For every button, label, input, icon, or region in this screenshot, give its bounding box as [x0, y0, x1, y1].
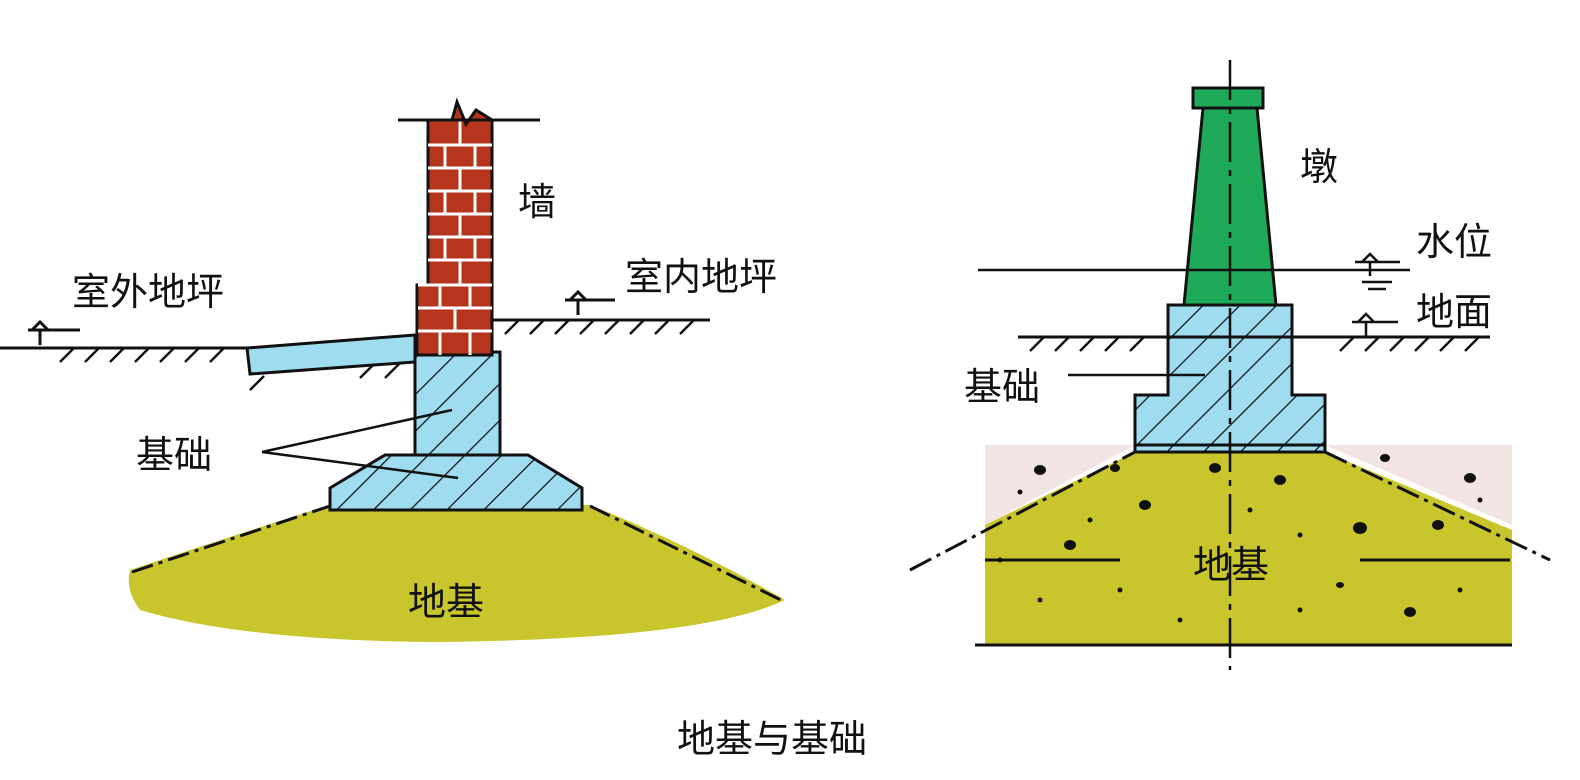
wall-label: 墙	[518, 180, 556, 224]
left-subgrade-label: 地基	[408, 580, 484, 624]
left-apron-slab	[245, 333, 417, 376]
left-foundation-label: 基础	[136, 433, 212, 477]
left-subgrade-soil	[128, 505, 785, 642]
pier-label: 墩	[1300, 145, 1338, 189]
outdoor-floor-label: 室外地坪	[72, 270, 224, 314]
left-foundation-wall	[413, 350, 502, 457]
right-figure: 墩 水位 地面 基础 地基	[909, 60, 1551, 670]
left-foundation-leader	[261, 408, 459, 480]
right-backfill	[985, 445, 1512, 525]
right-subgrade-label: 地基	[1193, 543, 1269, 587]
ground-level-symbol	[1352, 312, 1398, 336]
diagram-caption: 地基与基础	[677, 717, 867, 761]
left-footing-base	[328, 453, 584, 512]
right-foundation-label: 基础	[964, 365, 1040, 409]
indoor-level-symbol	[565, 289, 615, 315]
brick-wall	[398, 97, 540, 357]
outdoor-ground-hatch	[59, 347, 400, 391]
left-figure: 墙 室外地坪 室内地坪 基础 地基	[0, 97, 786, 642]
water-level-label: 水位	[1416, 220, 1492, 264]
water-level-symbol	[1355, 252, 1400, 291]
right-subgrade-soil	[985, 452, 1512, 645]
ground-label: 地面	[1416, 290, 1492, 334]
indoor-floor-label: 室内地坪	[625, 255, 777, 299]
pier-cap	[1191, 86, 1265, 110]
right-ground-hatch	[1029, 336, 1480, 352]
left-subgrade-boundary	[131, 504, 786, 604]
indoor-floor-hatch	[504, 319, 695, 335]
outdoor-level-symbol	[28, 319, 80, 345]
right-subgrade-boundary	[909, 450, 1551, 572]
